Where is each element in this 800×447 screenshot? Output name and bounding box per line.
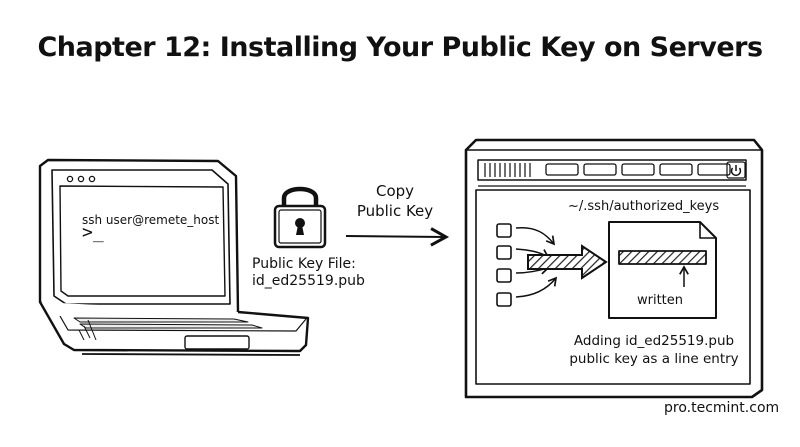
written-label: written xyxy=(637,293,684,308)
terminal-prompt: >_ xyxy=(82,222,104,243)
key-entry-box xyxy=(496,223,512,238)
copy-label-line2: Public Key xyxy=(356,202,434,220)
insert-arrow xyxy=(527,244,608,280)
credit-link[interactable]: pro.tecmint.com xyxy=(664,400,780,416)
key-entry-list xyxy=(496,223,512,307)
server-caption: Adding id_ed25519.pub public key as a li… xyxy=(566,332,742,368)
new-key-line xyxy=(618,250,707,265)
key-file-label: Public Key File: id_ed25519.pub xyxy=(252,256,365,290)
copy-arrow xyxy=(345,227,450,247)
server-caption-line1: Adding id_ed25519.pub xyxy=(573,333,735,349)
authorized-keys-path: ~/.ssh/authorized_keys xyxy=(568,199,720,214)
vent-grille xyxy=(484,163,531,177)
key-file-label-line2: id_ed25519.pub xyxy=(252,273,365,289)
authorized-keys-document xyxy=(608,221,717,319)
power-icon xyxy=(730,165,742,177)
key-entry-box xyxy=(496,292,512,307)
key-entry-box xyxy=(496,245,512,260)
laptop-illustration xyxy=(38,158,310,356)
copy-label: Copy Public Key xyxy=(346,181,444,221)
terminal-command: ssh user@remete_host xyxy=(82,213,220,227)
page-title: Chapter 12: Installing Your Public Key o… xyxy=(37,32,763,63)
key-entry-box xyxy=(496,268,512,283)
server-caption-line2: public key as a line entry xyxy=(569,351,739,367)
padlock-icon xyxy=(273,186,327,249)
key-file-label-line1: Public Key File: xyxy=(252,256,356,272)
copy-label-line1: Copy xyxy=(375,182,415,200)
